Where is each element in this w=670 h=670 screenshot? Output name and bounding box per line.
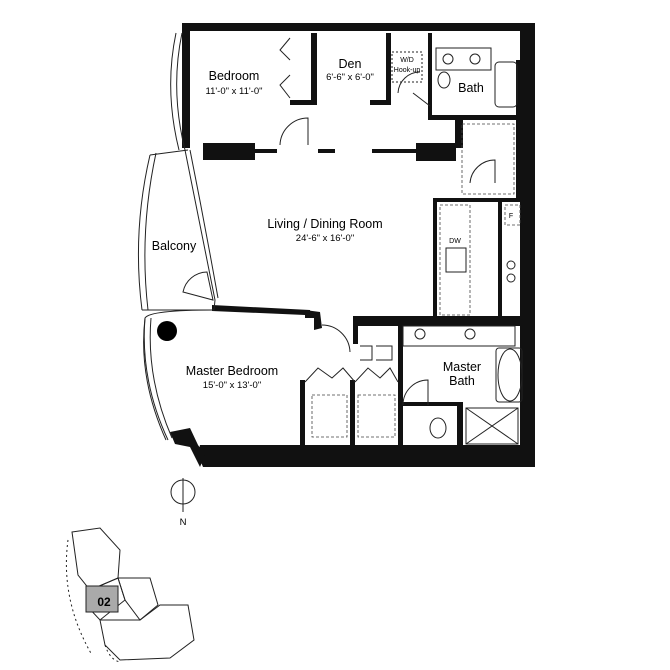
highlighted-unit <box>85 585 119 613</box>
living-dining-label: Living / Dining Room <box>267 217 382 231</box>
living-dining-dims: 24'-6" x 16'-0" <box>296 233 354 244</box>
wd-label: W/D <box>400 57 414 64</box>
dashed-closets <box>311 123 521 438</box>
master-bedroom-dims: 15'-0" x 13'-0" <box>203 380 261 391</box>
balcony-label: Balcony <box>152 239 197 253</box>
bedroom-dims: 11'-0" x 11'-0" <box>205 86 262 97</box>
fixtures <box>391 47 523 445</box>
master-bedroom-label: Master Bedroom <box>186 364 278 378</box>
wd-hookup-label: Hook-up <box>394 67 421 74</box>
north-label: N <box>180 517 187 528</box>
key-plan: 02 <box>65 527 195 663</box>
fridge-label: F <box>509 213 513 220</box>
dishwasher-label: DW <box>449 238 461 245</box>
bath-label: Bath <box>458 81 484 95</box>
master-bath-label: Master <box>443 360 481 374</box>
exterior-walls <box>170 23 535 467</box>
north-compass: N <box>170 478 196 528</box>
doors <box>279 37 496 406</box>
den-dims: 6'-6" x 6'-0" <box>326 72 374 83</box>
bedroom-label: Bedroom <box>209 69 260 83</box>
den-label: Den <box>339 57 362 71</box>
interior-walls <box>203 33 520 446</box>
master-bath-label-2: Bath <box>449 374 475 388</box>
balcony-outline <box>137 32 219 441</box>
keyplan-unit-label: 02 <box>97 595 111 609</box>
column-marker <box>157 321 177 341</box>
